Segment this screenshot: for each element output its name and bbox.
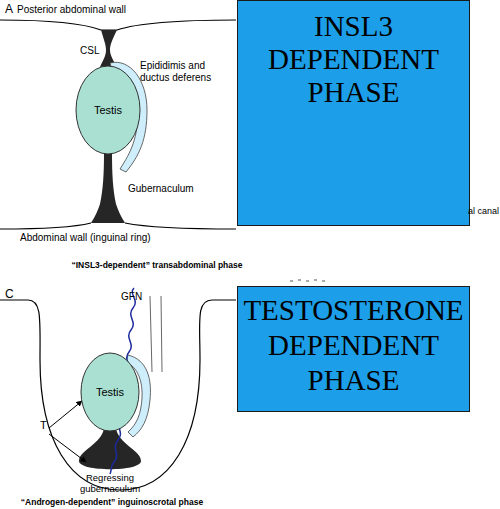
phase-box: TESTOSTERONE DEPENDENT PHASE	[237, 286, 470, 412]
structure-label: Gubernaculum	[128, 183, 194, 195]
structure-label: GFN	[121, 291, 142, 303]
node-text-wrap: Testis	[80, 352, 140, 432]
structure-label: CSL	[80, 45, 99, 57]
structure-label: Regressing gubernaculum	[70, 472, 150, 495]
phase-title: INSL3 DEPENDENT PHASE	[238, 10, 469, 109]
testis-shape: Testis	[80, 352, 140, 432]
structure-label: al canal	[468, 206, 499, 217]
testis-shape: Testis	[75, 65, 141, 155]
panel-letter: A	[5, 2, 13, 16]
phase-box: INSL3 DEPENDENT PHASE	[237, 0, 470, 226]
posterior-abdominal-wall	[0, 20, 236, 30]
scrotal-outline	[0, 300, 236, 490]
node-text-wrap: Testis	[75, 65, 141, 155]
testosterone-arrow	[49, 434, 86, 462]
phase-title: TESTOSTERONE DEPENDENT PHASE	[238, 293, 469, 398]
testis-ellipse	[81, 353, 139, 431]
cranial-suspensory-ligament	[100, 30, 117, 67]
gubernaculum	[91, 153, 125, 223]
node-label: Testis	[96, 386, 124, 399]
faint-marks	[290, 280, 325, 281]
abdominal-wall	[0, 223, 236, 229]
node-label: Testis	[94, 104, 122, 117]
ductus-deferens	[150, 296, 162, 372]
testosterone-arrow	[49, 401, 82, 428]
panel-letter: C	[5, 287, 14, 301]
structure-label: Epididimis and ductus deferens	[140, 60, 228, 84]
hormone-label: T	[40, 419, 47, 432]
panel-caption: “Androgen-dependent” inguinoscrotal phas…	[21, 497, 203, 507]
structure-label: Posterior abdominal wall	[17, 4, 126, 16]
panel-caption: “INSL3-dependent” transabdominal phase	[72, 260, 243, 270]
regressing-gubernaculum	[79, 428, 141, 469]
testis-ellipse	[76, 66, 140, 154]
structure-label: Abdominal wall (inguinal ring)	[20, 232, 151, 244]
